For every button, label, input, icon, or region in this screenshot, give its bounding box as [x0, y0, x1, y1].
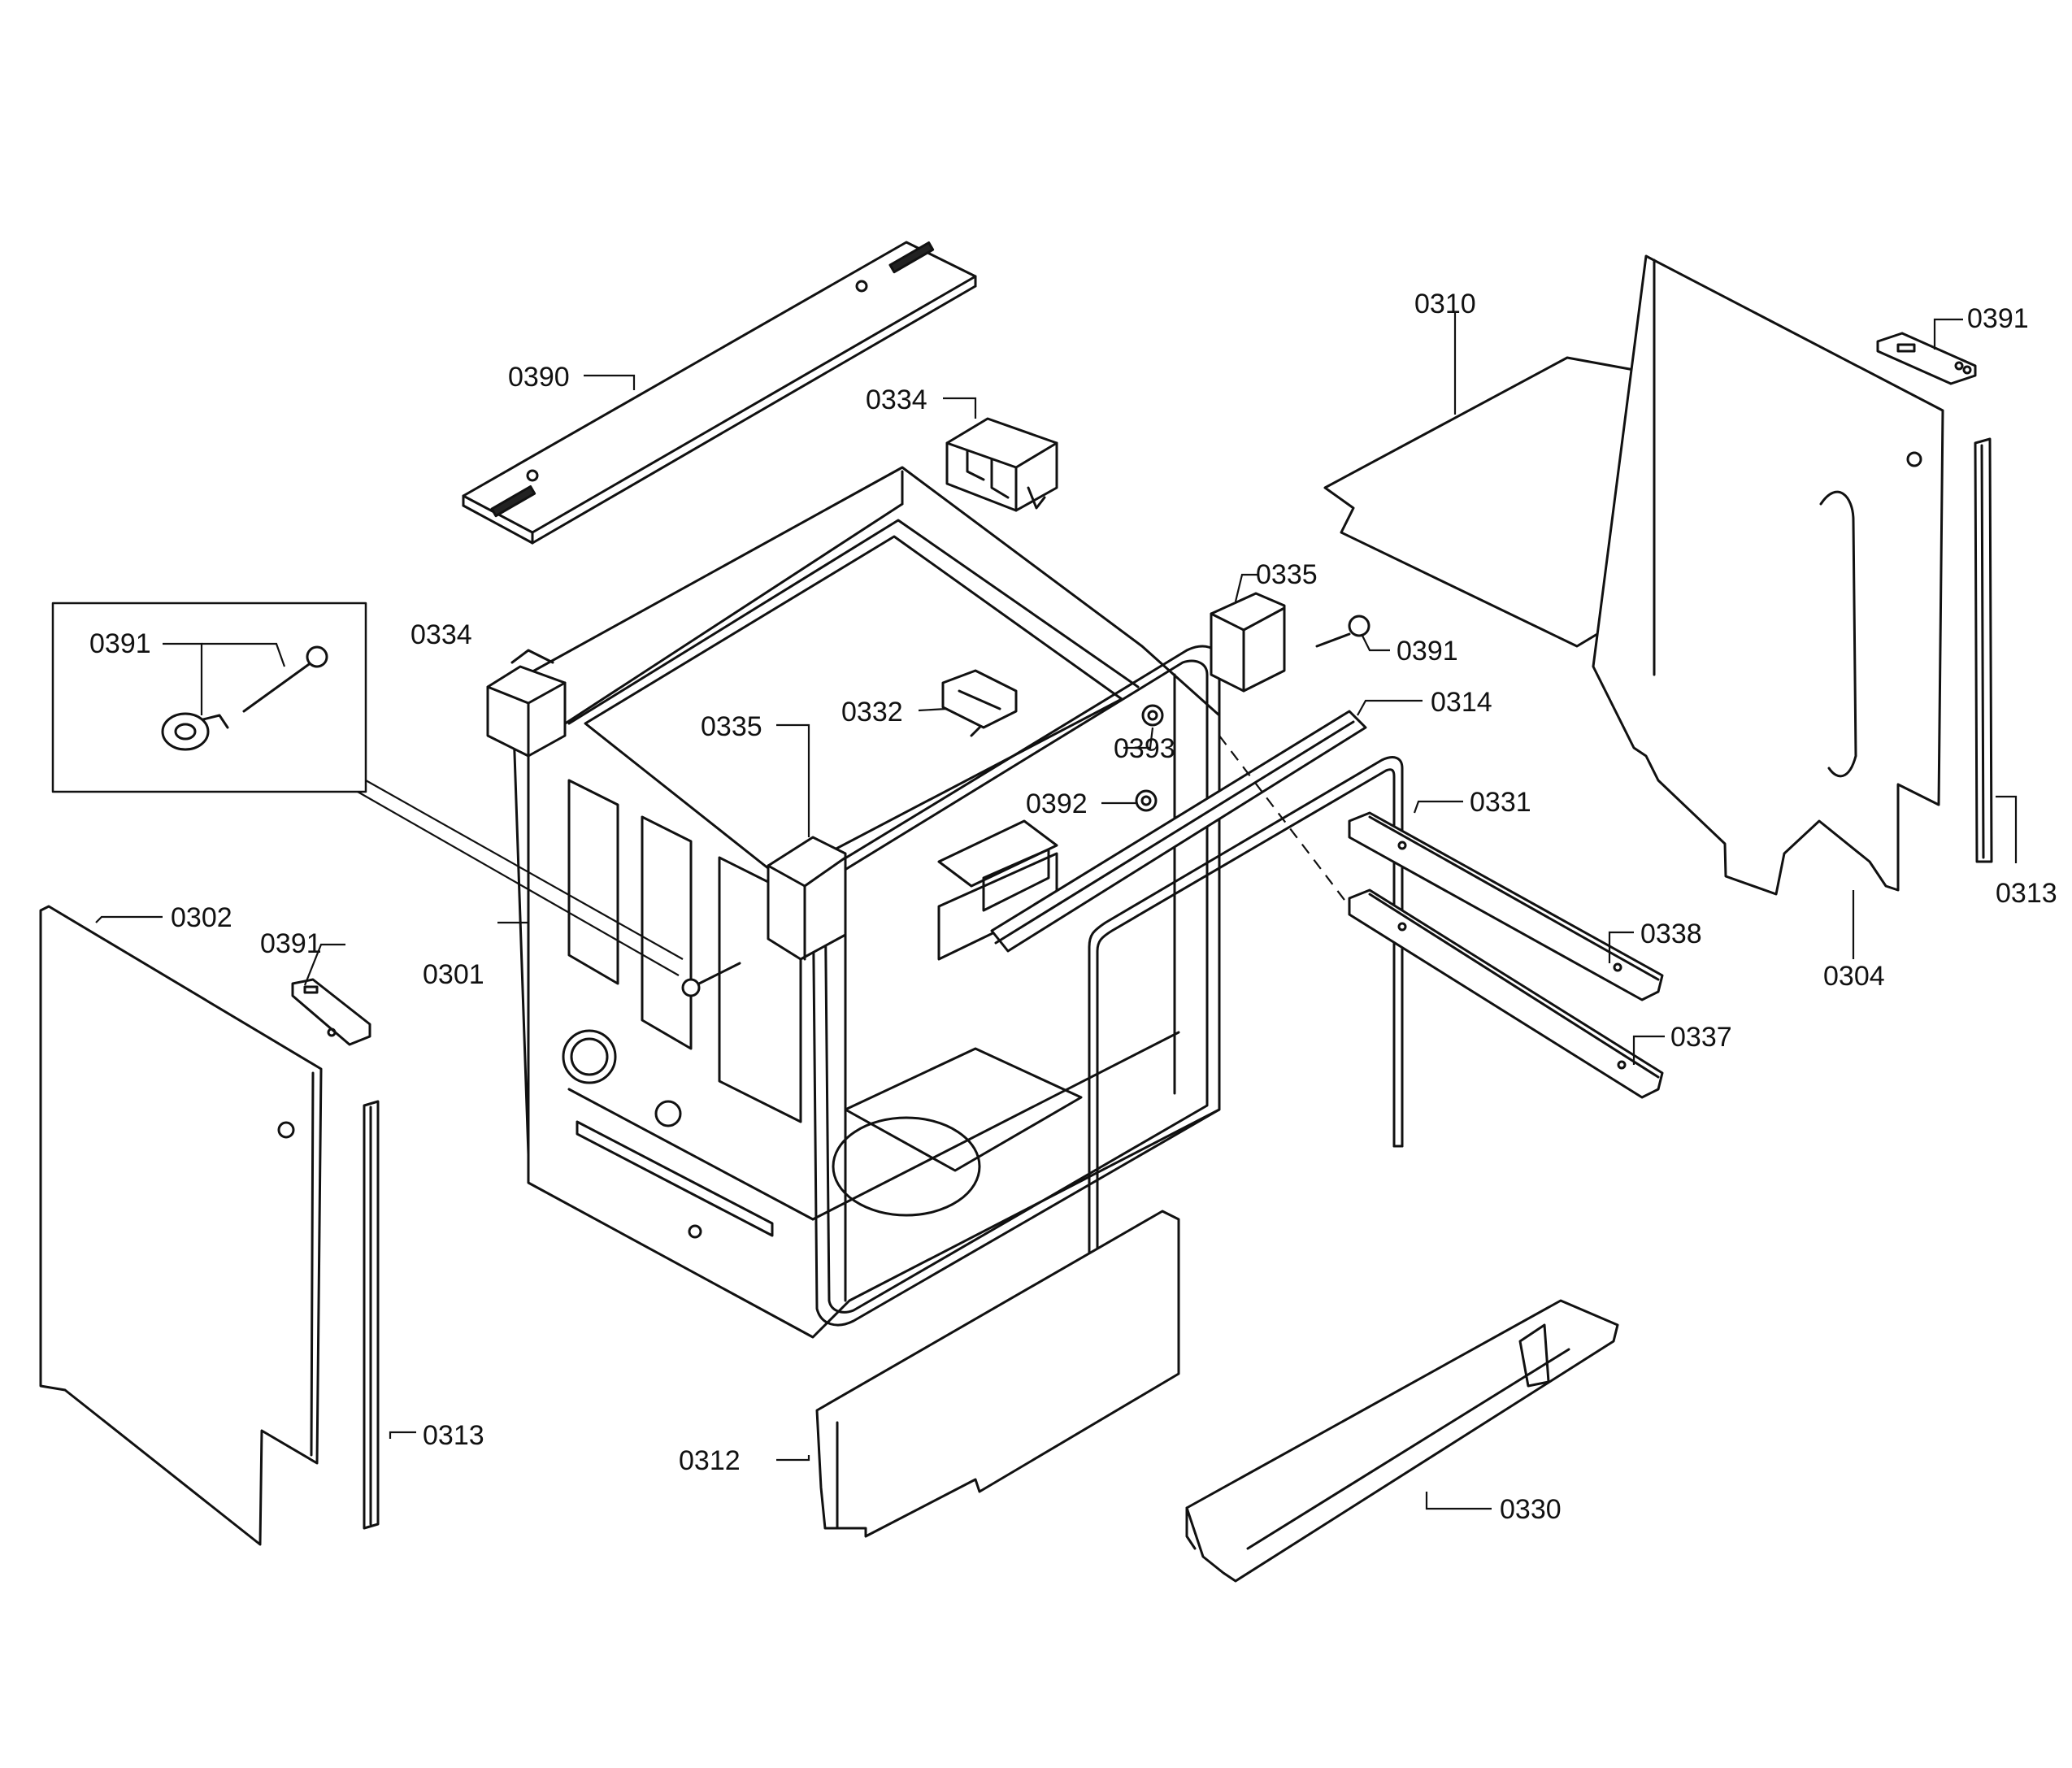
part-0332-latch: [941, 669, 1018, 737]
part-0313-right-strip: [1974, 437, 1993, 863]
part-0393-nut: [1141, 704, 1164, 727]
part-0334-left-switch: [486, 649, 567, 758]
leader-lines: [95, 313, 2018, 1510]
alignment-line: [1218, 735, 1350, 907]
callout-0304: 0304: [1823, 961, 1885, 992]
part-0391-top-right-clip: [1876, 332, 1977, 385]
callout-0314: 0314: [1431, 687, 1492, 718]
callout-0313-right: 0313: [1996, 878, 2057, 909]
part-0301-front-frame: [811, 645, 1221, 1327]
part-0302-left-side-panel: [39, 905, 323, 1546]
part-0301-tub: [510, 466, 1221, 1339]
callout-0302: 0302: [171, 902, 232, 933]
callout-0338: 0338: [1640, 919, 1702, 949]
callout-0335-right: 0335: [1256, 559, 1318, 590]
part-0313-left-strip: [363, 1100, 380, 1530]
inset-detail-0391: [51, 602, 367, 793]
callout-0337: 0337: [1670, 1022, 1732, 1053]
part-0392-bearing: [1135, 789, 1158, 812]
callout-0334-top: 0334: [866, 384, 927, 415]
callout-0391-inset: 0391: [89, 628, 151, 659]
part-0390-top-cover: [462, 241, 977, 545]
callout-0313-left: 0313: [423, 1420, 484, 1451]
callout-0310: 0310: [1414, 289, 1476, 319]
part-0335-hinge-right: [1210, 592, 1286, 693]
part-0391-tub-screw: [681, 962, 741, 997]
callout-0334-left: 0334: [410, 619, 472, 650]
part-0335-hinge-mid: [767, 836, 847, 961]
callout-0312: 0312: [679, 1445, 741, 1476]
part-0334-top-switch: [945, 417, 1058, 512]
part-0337-runner: [1348, 888, 1664, 1099]
callout-0332: 0332: [841, 697, 903, 728]
callout-labels: 0390 0334 0310 0391 0391 0335 0334 0391 …: [89, 289, 2057, 1525]
part-0314-rail: [990, 710, 1367, 953]
part-0330-base: [1185, 1299, 1619, 1583]
callout-0392: 0392: [1026, 788, 1088, 819]
part-0391-screw-right: [1315, 615, 1370, 648]
callout-0391-topright: 0391: [1967, 303, 2029, 334]
callout-0391-left: 0391: [260, 928, 322, 959]
callout-0301: 0301: [423, 959, 484, 990]
callout-0390: 0390: [508, 362, 570, 393]
part-0304-right-side-panel: [1592, 254, 1944, 896]
callout-0391-screw-right: 0391: [1397, 636, 1458, 667]
callout-0335-mid: 0335: [701, 711, 762, 742]
callout-0330: 0330: [1500, 1494, 1562, 1525]
callout-0393: 0393: [1114, 733, 1175, 764]
part-0391-left-clip: [291, 978, 371, 1046]
callout-0331: 0331: [1470, 787, 1531, 818]
part-0312-insulation-front: [815, 1210, 1180, 1538]
